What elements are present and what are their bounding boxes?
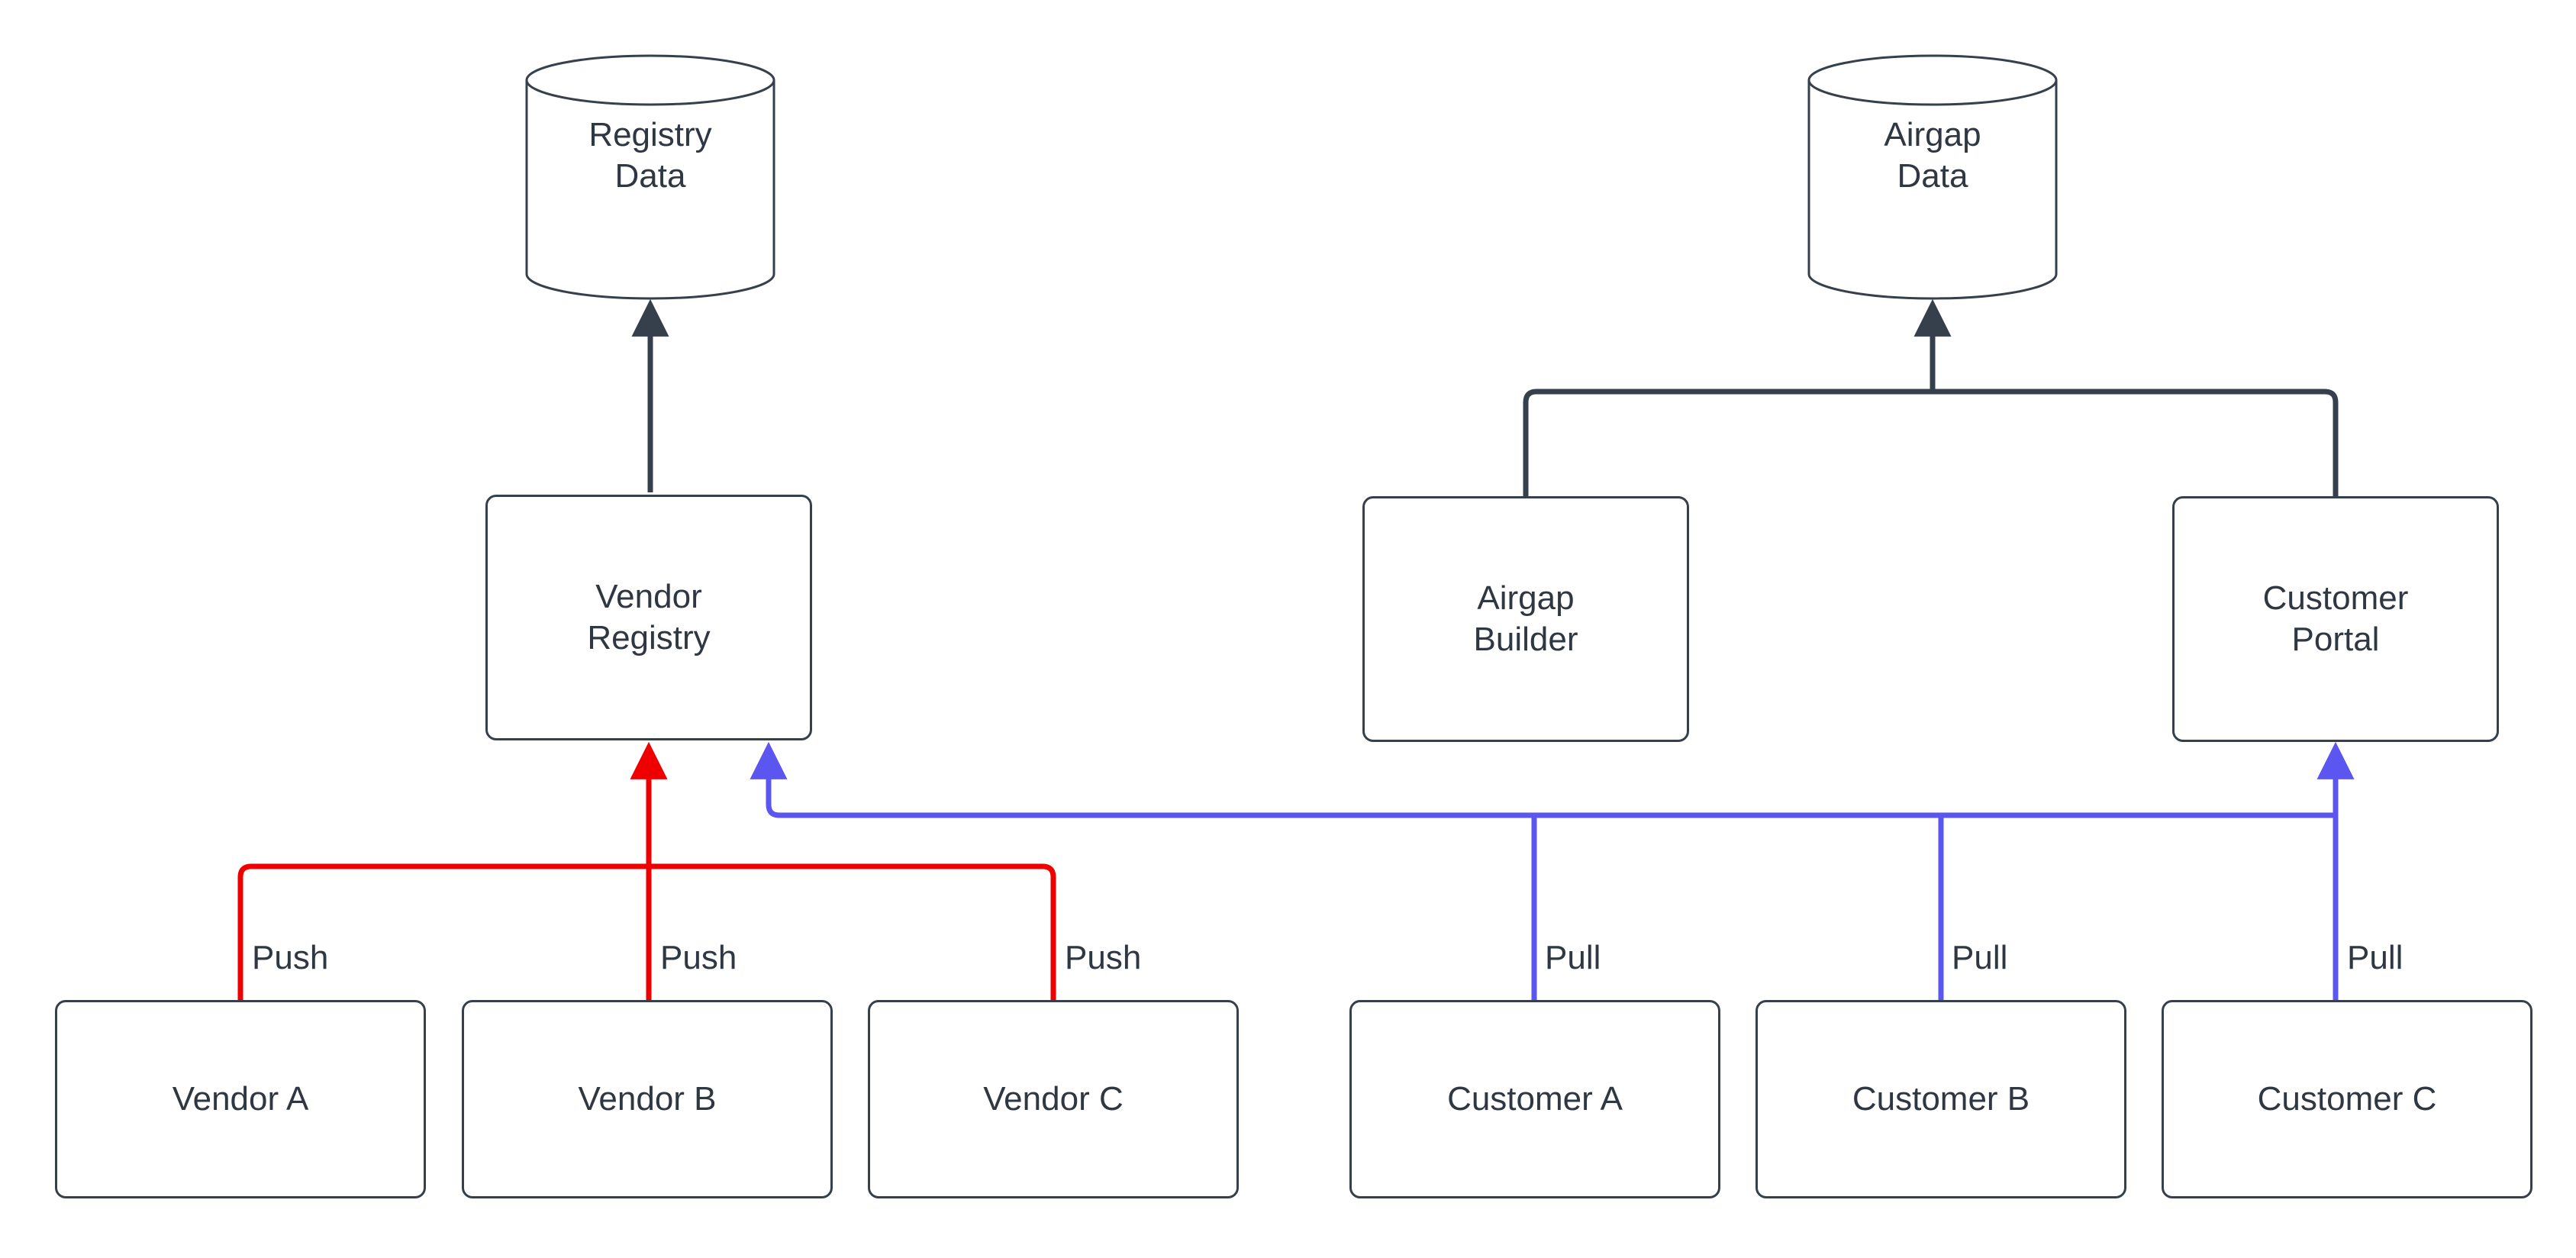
- connector-customer-portal-to-bus: [1933, 389, 2339, 496]
- edge-label-pull-customer-b: Pull: [1952, 939, 2008, 976]
- node-customer-c[interactable]: Customer C: [2162, 1000, 2532, 1198]
- edge-label-pull-customer-c: Pull: [2347, 939, 2404, 976]
- node-customer-b[interactable]: Customer B: [1755, 1000, 2126, 1198]
- node-airgap-builder[interactable]: Airgap Builder: [1362, 496, 1689, 742]
- airgap-data-label: Airgap Data: [1884, 116, 1981, 195]
- registry-data-label: Registry Data: [588, 116, 712, 195]
- node-vendor-a[interactable]: Vendor A: [55, 1000, 426, 1198]
- edge-label-pull-customer-a: Pull: [1545, 939, 1601, 976]
- node-customer-a[interactable]: Customer A: [1349, 1000, 1720, 1198]
- node-customer-portal[interactable]: Customer Portal: [2172, 496, 2499, 742]
- node-vendor-registry[interactable]: Vendor Registry: [485, 495, 812, 740]
- registry-data-cylinder: [525, 54, 775, 300]
- connector-push-vendor-a: [237, 863, 649, 1000]
- connector-push-vendor-c: [649, 863, 1056, 1000]
- connector-pull-bus-horizontal: [750, 741, 2336, 818]
- edge-label-push-vendor-a: Push: [252, 939, 329, 976]
- edge-label-push-vendor-b: Push: [660, 939, 737, 976]
- node-vendor-b[interactable]: Vendor B: [462, 1000, 833, 1198]
- node-vendor-c[interactable]: Vendor C: [868, 1000, 1239, 1198]
- connector-airgap-builder-to-bus: [1523, 389, 1933, 496]
- airgap-data-cylinder: [1807, 54, 2058, 300]
- edge-label-push-vendor-c: Push: [1065, 939, 1142, 976]
